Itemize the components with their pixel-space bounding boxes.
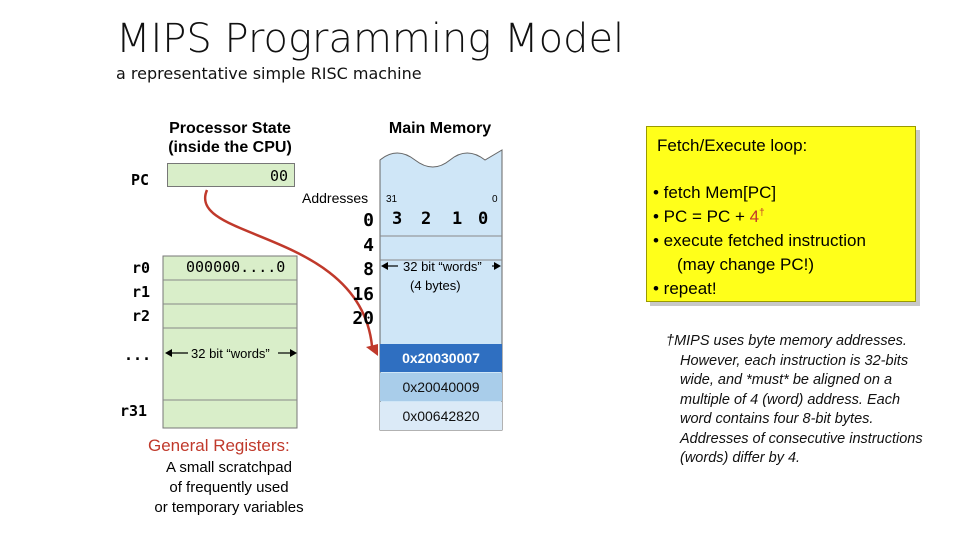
register-r31-label: r31 bbox=[120, 402, 148, 420]
register-ellipsis: ... bbox=[124, 346, 152, 364]
register-r0-label: r0 bbox=[132, 259, 151, 277]
byte-number: 2 bbox=[421, 209, 432, 229]
footnote-line: However, each instruction is 32-bits bbox=[680, 352, 909, 369]
fetch-bullet-3: • execute fetched instruction bbox=[653, 231, 866, 250]
slide-subtitle: a representative simple RISC machine bbox=[116, 64, 422, 83]
fetch-bullet-1: • fetch Mem[PC] bbox=[653, 183, 777, 202]
slide-title: MIPS Programming Model bbox=[116, 16, 625, 62]
footnote-line: Addresses of consecutive instructions bbox=[680, 430, 923, 447]
footnote-line: multiple of 4 (word) address. Each bbox=[680, 391, 901, 408]
footnote-line: wide, and *must* be aligned on a bbox=[680, 372, 893, 388]
register-file bbox=[162, 255, 298, 429]
pc-value: 00 bbox=[269, 167, 288, 185]
address-value: 20 bbox=[352, 308, 374, 329]
address-value: 0 bbox=[363, 210, 374, 231]
address-value: 4 bbox=[363, 234, 374, 256]
processor-header-line1: Processor State bbox=[169, 120, 291, 137]
bit-high-label: 31 bbox=[386, 194, 398, 205]
address-value: 16 bbox=[352, 283, 374, 305]
byte-number: 0 bbox=[478, 209, 489, 229]
general-registers-description: A small scratchpad of frequently used or… bbox=[138, 458, 320, 518]
memory-header: Main Memory bbox=[388, 120, 492, 137]
general-desc-line1: A small scratchpad bbox=[166, 459, 292, 476]
fetch-execute-box: Fetch/Execute loop: • fetch Mem[PC] • PC… bbox=[646, 126, 916, 302]
processor-header: Processor State (inside the CPU) bbox=[150, 119, 310, 157]
bit-low-label: 0 bbox=[492, 194, 498, 205]
address-column: 0 4 8 16 20 bbox=[332, 209, 374, 332]
byte-number: 3 bbox=[392, 209, 403, 229]
pc-register: 00 bbox=[167, 163, 295, 187]
footnote: †MIPS uses byte memory addresses. Howeve… bbox=[666, 332, 923, 469]
processor-header-line2: (inside the CPU) bbox=[168, 139, 292, 156]
byte-numbers-row: 3 2 1 0 bbox=[380, 209, 502, 233]
register-r1-label: r1 bbox=[132, 283, 151, 301]
pc-pointer-arrow bbox=[203, 189, 374, 347]
footnote-line: word contains four 8-bit bytes. bbox=[680, 411, 874, 427]
general-desc-line2: of frequently used bbox=[169, 479, 289, 496]
general-desc-line3: or temporary variables bbox=[154, 499, 304, 516]
instruction-word-1: 0x20030007 bbox=[380, 344, 502, 372]
register-r2-label: r2 bbox=[132, 307, 151, 325]
pc-label: PC bbox=[131, 171, 150, 189]
register-r0-value: 000000....0 bbox=[186, 258, 286, 276]
fetch-execute-title: Fetch/Execute loop: bbox=[657, 136, 808, 155]
footnote-line: (words) differ by 4. bbox=[680, 450, 801, 466]
fetch-bullet-2: • PC = PC + 4† bbox=[653, 207, 765, 227]
addresses-label: Addresses bbox=[302, 190, 369, 206]
general-registers-title: General Registers: bbox=[148, 436, 290, 455]
instruction-word-2: 0x20040009 bbox=[380, 373, 502, 401]
fetch-bullet-4: • repeat! bbox=[653, 279, 717, 298]
fetch-bullet-3-continued: (may change PC!) bbox=[677, 255, 814, 274]
memory-bytes-label: (4 bytes) bbox=[410, 278, 461, 293]
memory-word-label: 32 bit “words” bbox=[403, 259, 482, 274]
byte-number: 1 bbox=[452, 209, 463, 229]
fetch-bullet-2-dagger: † bbox=[759, 207, 765, 219]
register-width-label: 32 bit “words” bbox=[191, 346, 270, 361]
address-value: 8 bbox=[363, 259, 374, 280]
fetch-bullet-2-text: • PC = PC + bbox=[653, 207, 750, 226]
fetch-bullet-2-increment: 4 bbox=[749, 207, 760, 226]
instruction-word-3: 0x00642820 bbox=[380, 402, 502, 430]
footnote-line: †MIPS uses byte memory addresses. bbox=[666, 333, 907, 349]
